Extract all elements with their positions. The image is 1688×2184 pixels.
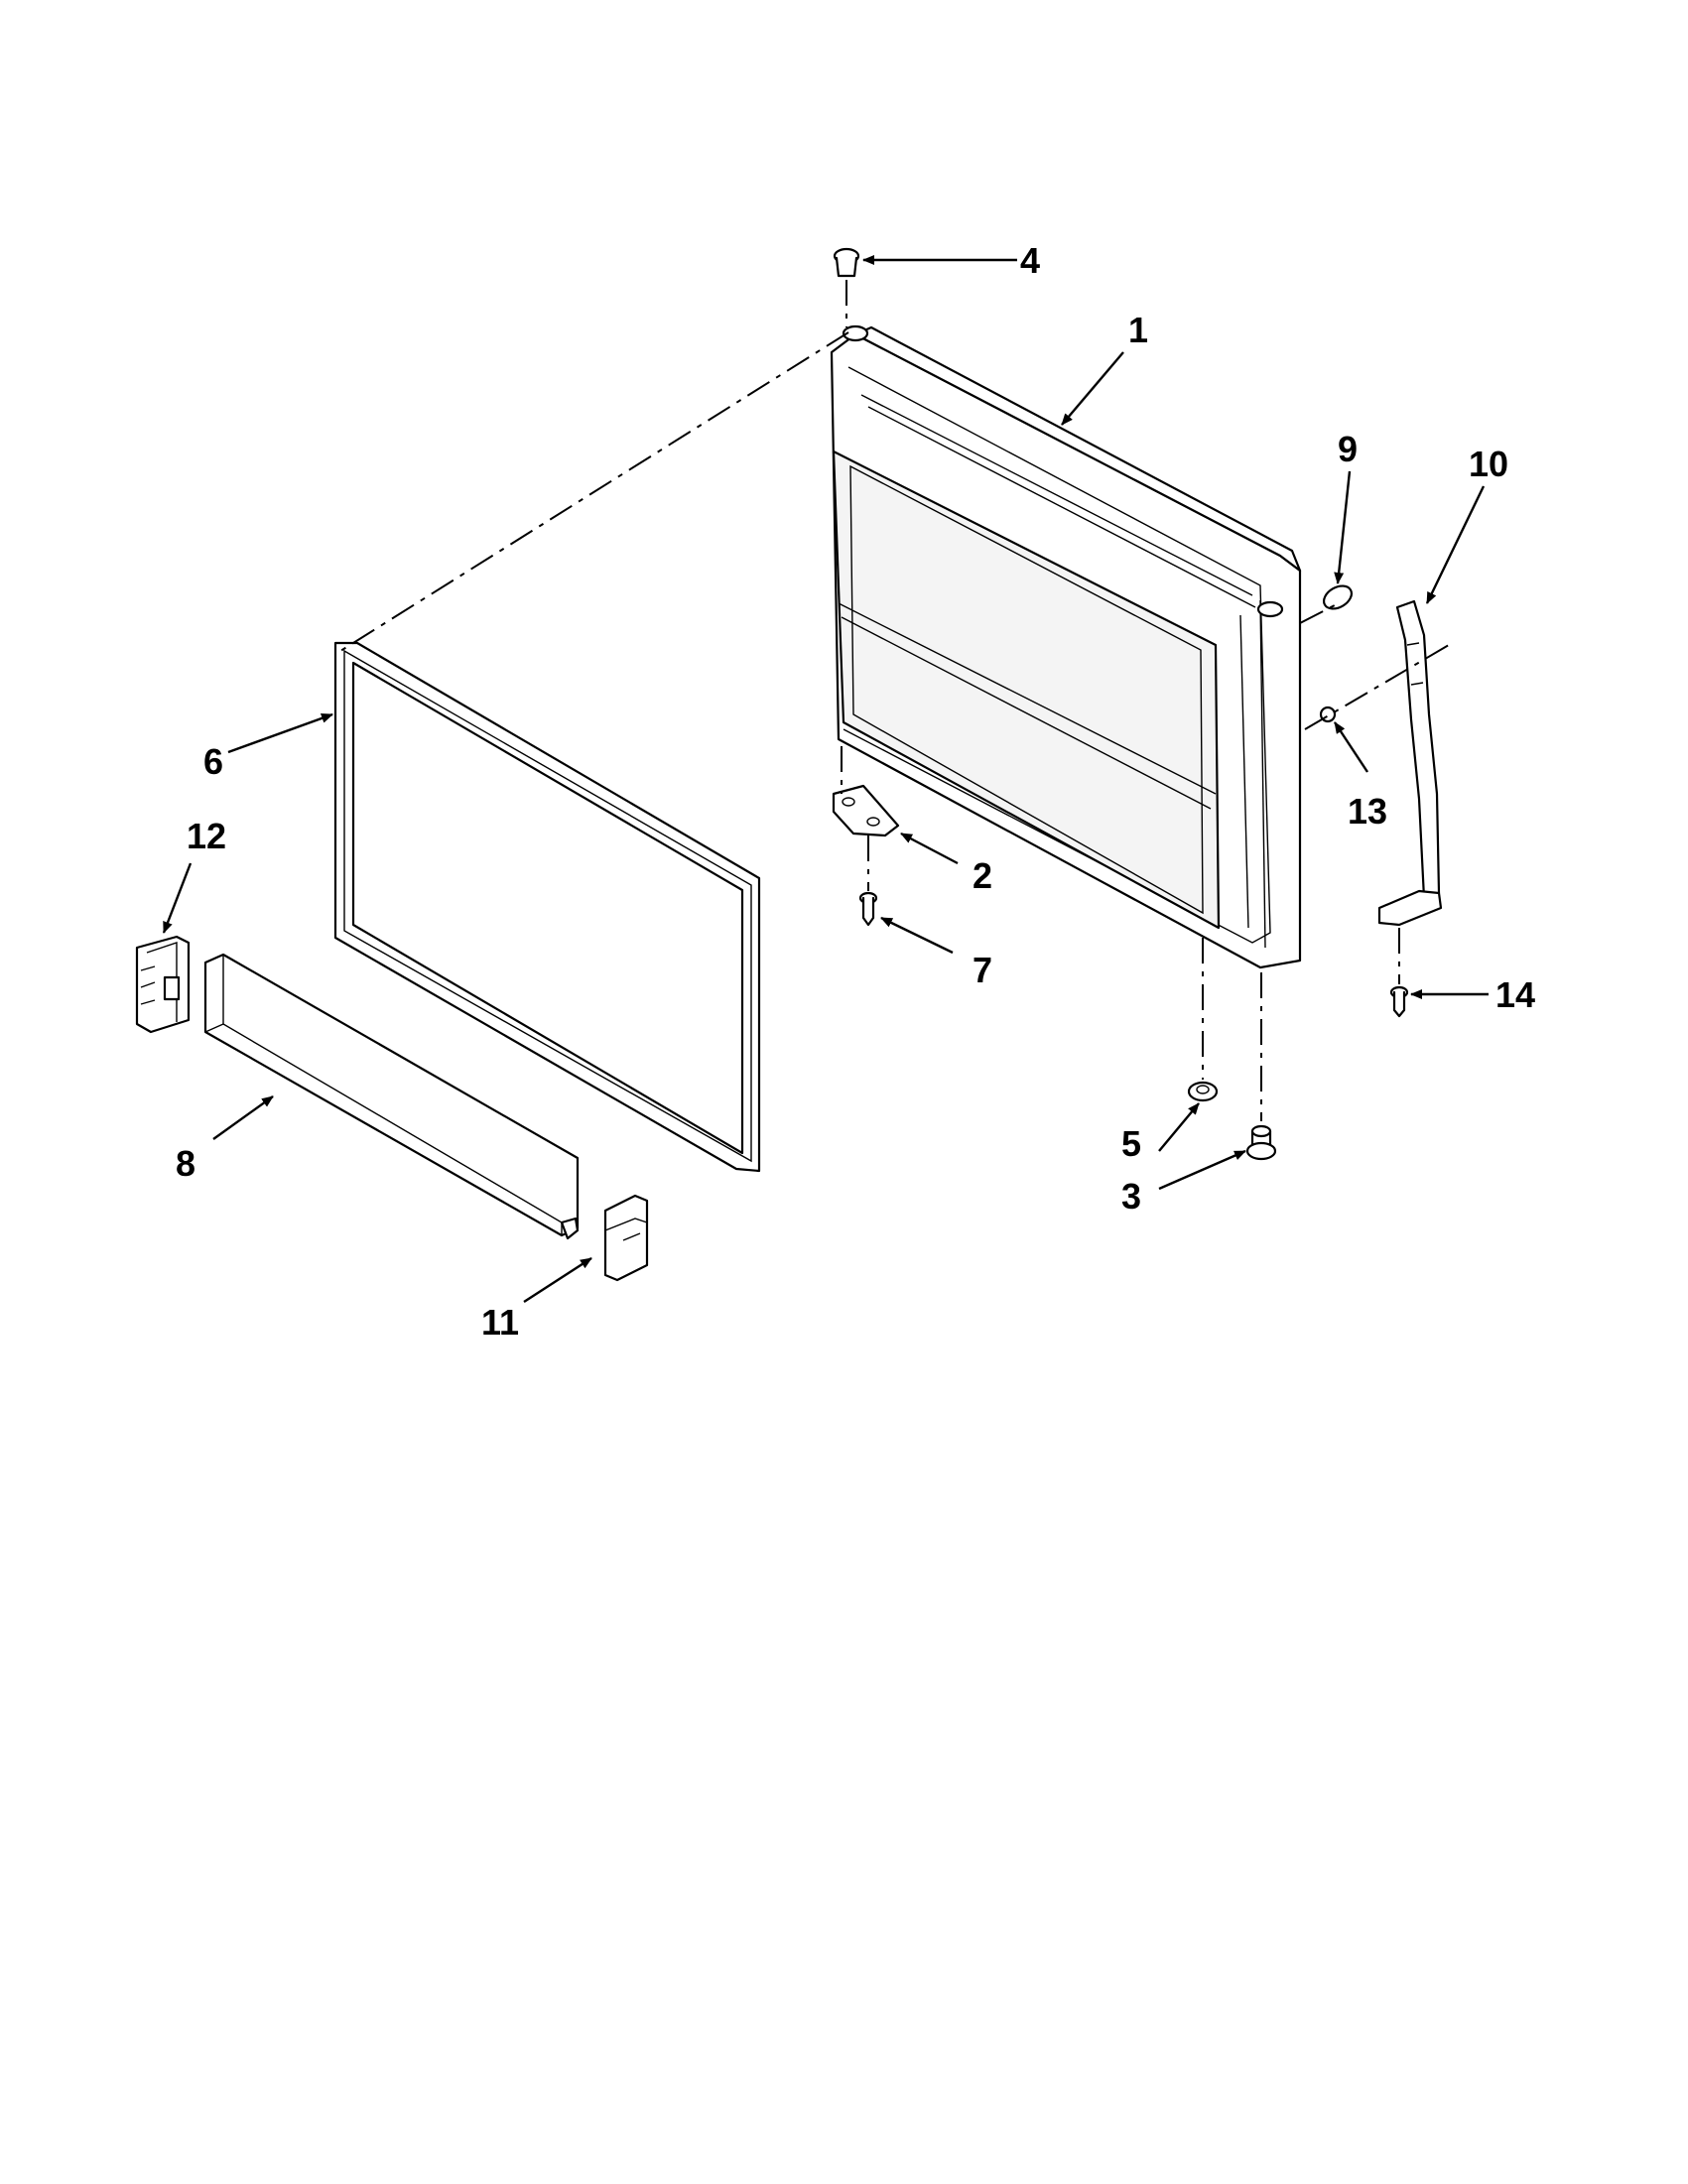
bushing-top	[833, 247, 860, 278]
callout-3: 3	[1121, 1176, 1141, 1217]
callout-11: 11	[481, 1302, 519, 1343]
callout-7: 7	[973, 950, 992, 990]
callout-10: 10	[1469, 444, 1508, 484]
end-cap-left	[135, 935, 191, 1034]
trim-strip	[203, 953, 580, 1240]
callout-6: 6	[203, 741, 223, 782]
o-ring	[1322, 584, 1354, 610]
callout-13: 13	[1348, 791, 1387, 832]
leader-lines	[162, 255, 1489, 1304]
handle-bracket	[1377, 599, 1443, 927]
bushing-bottom	[1245, 1124, 1277, 1161]
callout-9: 9	[1338, 429, 1358, 469]
callout-14: 14	[1495, 974, 1535, 1015]
alignment-lines	[336, 280, 1450, 1121]
hinge-screw	[858, 891, 878, 927]
callout-5: 5	[1121, 1123, 1141, 1164]
callout-labels: 4 1 9 10 13 2 7 14 5 3 6 12 8 11	[176, 240, 1535, 1343]
washer	[1187, 1081, 1219, 1102]
callout-1: 1	[1128, 310, 1148, 350]
hinge-bracket	[832, 784, 900, 837]
callout-2: 2	[973, 855, 992, 896]
door-panel	[830, 324, 1302, 969]
door-gasket	[333, 641, 761, 1173]
end-cap-right	[603, 1194, 649, 1282]
callout-12: 12	[187, 816, 226, 856]
bracket-screw	[1389, 985, 1409, 1018]
callout-4: 4	[1020, 240, 1040, 281]
callout-8: 8	[176, 1143, 195, 1184]
